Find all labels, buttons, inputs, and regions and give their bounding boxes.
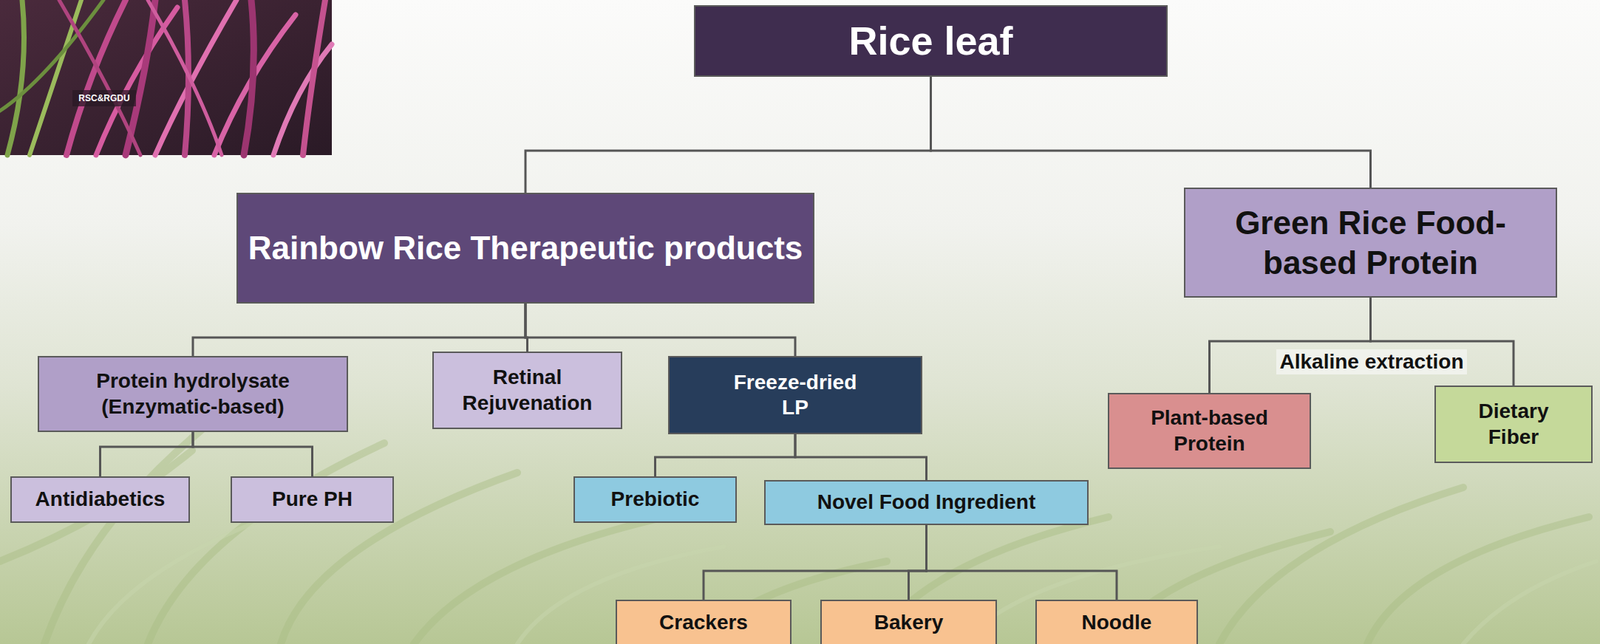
node-text: Rainbow Rice Therapeutic products (248, 228, 804, 269)
product-box: Noodle (1035, 600, 1198, 644)
process-box: Novel Food Ingredient (764, 480, 1089, 526)
product-box: Dietary Fiber (1434, 385, 1593, 464)
tree-connector (926, 525, 1118, 601)
product-box: Crackers (615, 600, 792, 644)
node-text: Crackers (659, 610, 748, 636)
node-text: Prebiotic (611, 487, 700, 513)
product-box: Prebiotic (573, 476, 737, 524)
photo-credit: RSC&RGDU (74, 92, 134, 105)
root-box: Rice leaf (693, 5, 1168, 77)
node-text: Noodle (1081, 610, 1153, 636)
node-text: Retinal Rejuvenation (453, 365, 602, 416)
node-text: Antidiabetics (35, 487, 166, 513)
node-text: Green Rice Food-based Protein (1204, 203, 1538, 283)
category-box: Rainbow Rice Therapeutic products (236, 192, 815, 304)
process-box: Protein hydrolysate (Enzymatic-based) (37, 356, 349, 433)
product-box: Antidiabetics (10, 476, 190, 524)
node-text: Plant-based Protein (1139, 405, 1280, 456)
product-box: Plant-based Protein (1107, 393, 1312, 470)
process-box: Freeze-dried LP (668, 356, 923, 435)
tree-connector (909, 525, 927, 601)
category-box: Green Rice Food-based Protein (1183, 187, 1558, 298)
node-text: Novel Food Ingredient (817, 489, 1037, 516)
tree-connector (525, 76, 932, 193)
tree-connector (525, 303, 796, 357)
tree-connector (795, 434, 927, 481)
tree-connector (655, 434, 796, 477)
node-text: Dietary Fiber (1465, 399, 1562, 450)
node-text: Freeze-dried LP (724, 370, 866, 421)
tree-connector (931, 76, 1371, 188)
tree-connector (703, 525, 927, 601)
node-text: Rice leaf (848, 16, 1013, 66)
tree-connector (192, 303, 526, 357)
tree-connector (192, 432, 313, 477)
rice-photo (0, 0, 332, 156)
product-box: Pure PH (230, 476, 394, 524)
tree-connector (100, 432, 194, 477)
node-text: Bakery (874, 610, 944, 636)
product-box: Retinal Rejuvenation (432, 351, 623, 430)
node-text: Protein hydrolysate (Enzymatic-based) (85, 368, 301, 420)
node-text: Pure PH (271, 487, 353, 513)
product-box: Bakery (820, 600, 997, 644)
edge-label: Alkaline extraction (1276, 349, 1468, 375)
tree-connector (1209, 297, 1371, 394)
